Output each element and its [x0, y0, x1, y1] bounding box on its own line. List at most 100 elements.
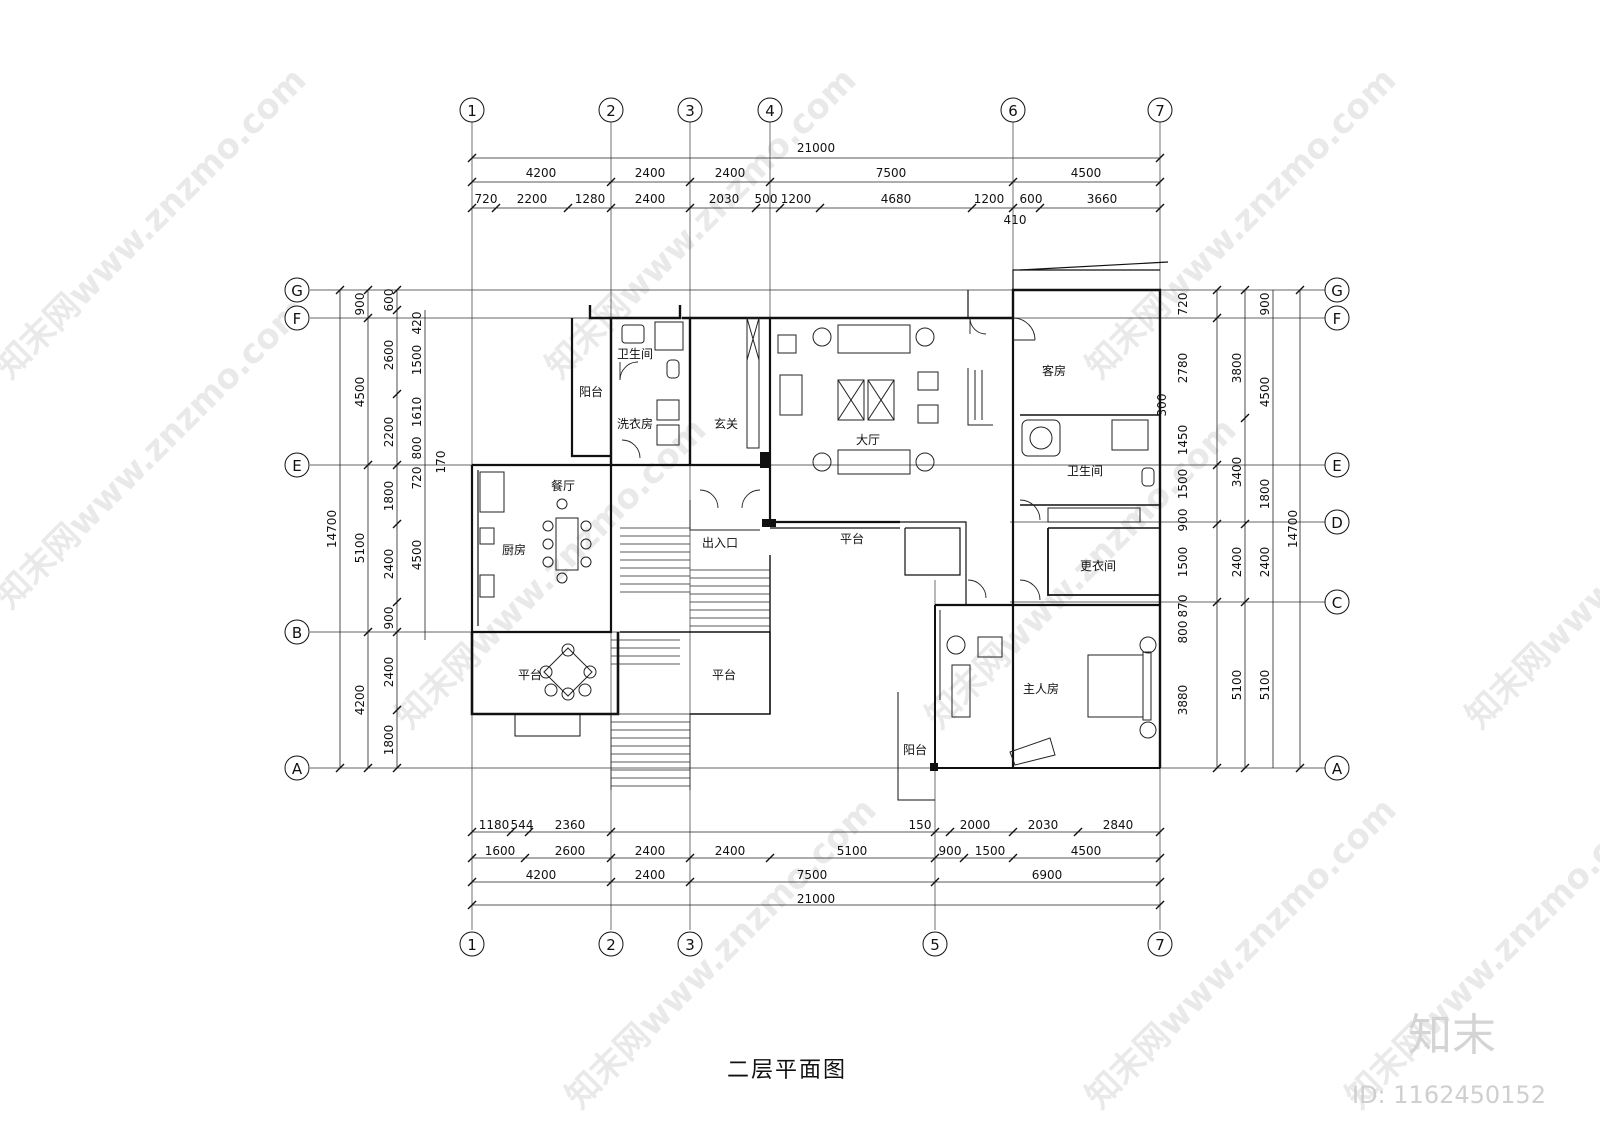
dim-top-row1: 4200	[526, 166, 557, 180]
top-dimensions: 21000 4200 2400 2400 7500 4500 720 2200 …	[475, 141, 1118, 227]
dim-bottom-row2: 2400	[635, 844, 666, 858]
axis-right-D: D	[1331, 514, 1343, 532]
room-label-hall: 大厅	[856, 433, 880, 447]
dim-left-col2: 2400	[382, 549, 396, 580]
axis-bubbles	[284, 97, 1350, 957]
room-labels: 卫生间 阳台 洗衣房 玄关 大厅 客房 卫生间 餐厅 厨房 出入口 平台 平台 …	[502, 347, 1116, 757]
dim-left-col2: 600	[382, 289, 396, 312]
dim-top-row1: 4500	[1071, 166, 1102, 180]
brand-logo: 知末	[1408, 1010, 1496, 1061]
dim-left-col2: 2600	[382, 340, 396, 371]
dim-right-col3: 720	[1176, 293, 1190, 316]
dim-left-col1: 5100	[353, 533, 367, 564]
room-label-guest: 客房	[1042, 363, 1066, 378]
dim-bottom-row3: 6900	[1032, 868, 1063, 882]
dim-right-col2: 3800	[1230, 353, 1244, 384]
axis-left-A: A	[292, 760, 303, 778]
dim-right-col1: 5100	[1258, 670, 1272, 701]
dim-top-row2: 3660	[1087, 192, 1118, 206]
left-dimensions: 14700 900 4500 5100 4200 600 2600 2200 1…	[325, 289, 448, 756]
dim-right-col3: 1500	[1176, 547, 1190, 578]
watermark-text: 知末网www.znzmo.com	[1078, 790, 1404, 1116]
room-label-bath2: 卫生间	[1067, 464, 1103, 478]
dim-bottom-row1: 544	[511, 818, 534, 832]
drawing-title: 二层平面图	[727, 1058, 847, 1083]
dim-left-col3: 720	[410, 467, 424, 490]
watermark-text: 知末网www.znzmo.com	[1078, 60, 1404, 386]
dim-top-row1: 2400	[635, 166, 666, 180]
axis-left-G: G	[291, 282, 303, 300]
room-label-master: 主人房	[1023, 681, 1059, 696]
axis-top-3: 3	[685, 102, 695, 120]
room-label-kitchen: 厨房	[502, 542, 526, 557]
room-label-foyer: 玄关	[714, 416, 738, 431]
dim-right-col3: 1500	[1176, 469, 1190, 500]
dim-right-col3: 800	[1176, 621, 1190, 644]
dim-left-col2: 1800	[382, 481, 396, 512]
dim-left-col3: 800	[410, 437, 424, 460]
dim-bottom-row1: 2000	[960, 818, 991, 832]
doors	[619, 317, 1041, 601]
bottom-dimensions: 1180 544 2360 150 2000 2030 2840 1600 26…	[479, 818, 1134, 906]
dim-left-col3: 1610	[410, 397, 424, 428]
dim-top-row2: 1200	[781, 192, 812, 206]
dim-top-row2: 600	[1020, 192, 1043, 206]
dim-top-row2: 1200	[974, 192, 1005, 206]
dim-left-col2: 2200	[382, 417, 396, 448]
dim-left-col1: 4200	[353, 685, 367, 716]
dim-bottom-row3: 7500	[797, 868, 828, 882]
dim-bottom-row1: 150	[909, 818, 932, 832]
dim-bottom-row3: 2400	[635, 868, 666, 882]
axis-top-2: 2	[606, 102, 616, 120]
dim-bottom-row1: 1180	[479, 818, 510, 832]
dim-bottom-row2: 1600	[485, 844, 516, 858]
dim-top-row1: 7500	[876, 166, 907, 180]
dim-bottom-row2: 2600	[555, 844, 586, 858]
watermark-text: 知末网www.znzmo.com	[1458, 410, 1600, 736]
walls	[470, 261, 1169, 801]
dim-bottom-row2: 900	[939, 844, 962, 858]
room-label-terrace3: 平台	[712, 667, 736, 682]
dim-top-total: 21000	[797, 141, 835, 155]
stair-exterior	[610, 713, 691, 790]
dim-bottom-row2: 4500	[1071, 844, 1102, 858]
dim-right-col3: 2780	[1176, 353, 1190, 384]
axis-bottom-3: 3	[685, 936, 695, 954]
dim-bottom-row3: 4200	[526, 868, 557, 882]
axis-left-F: F	[293, 310, 302, 328]
dim-right-col3: 3880	[1176, 685, 1190, 716]
axis-right-C: C	[1332, 594, 1342, 612]
axis-right-E: E	[1332, 457, 1341, 475]
room-label-balcony2: 阳台	[903, 742, 927, 757]
dim-right-total: 14700	[1286, 510, 1300, 548]
axis-right-G: G	[1331, 282, 1343, 300]
dim-bottom-total: 21000	[797, 892, 835, 906]
dim-right-col1: 900	[1258, 293, 1272, 316]
axis-bottom-5: 5	[930, 936, 940, 954]
watermark-text: 知末网www.znzmo.com	[918, 410, 1244, 736]
axis-bottom-7: 7	[1155, 936, 1165, 954]
dim-left-total: 14700	[325, 510, 339, 548]
dim-right-extra: 300	[1155, 394, 1169, 417]
dim-right-col1: 1800	[1258, 479, 1272, 510]
axis-left-E: E	[292, 457, 301, 475]
dim-top-row2: 2200	[517, 192, 548, 206]
dim-left-col1: 4500	[353, 377, 367, 408]
watermark-layer: 知末网www.znzmo.com 知末网www.znzmo.com 知末网www…	[0, 60, 1600, 1116]
axis-left-B: B	[292, 624, 302, 642]
room-label-entrance: 出入口	[702, 536, 738, 550]
axis-bottom-2: 2	[606, 936, 616, 954]
room-label-dining: 餐厅	[551, 478, 575, 493]
dim-left-col3: 1500	[410, 345, 424, 376]
stair-lower	[611, 639, 680, 665]
grid-lines	[310, 122, 1325, 930]
image-id: ID: 1162450152	[1352, 1081, 1546, 1109]
dim-top-extra: 410	[1004, 213, 1027, 227]
dim-top-row2: 720	[475, 192, 498, 206]
stairs	[610, 527, 770, 790]
axis-right-A: A	[1332, 760, 1343, 778]
dim-left-col2: 2400	[382, 657, 396, 688]
axis-top-1: 1	[467, 102, 477, 120]
axis-right-F: F	[1333, 310, 1342, 328]
